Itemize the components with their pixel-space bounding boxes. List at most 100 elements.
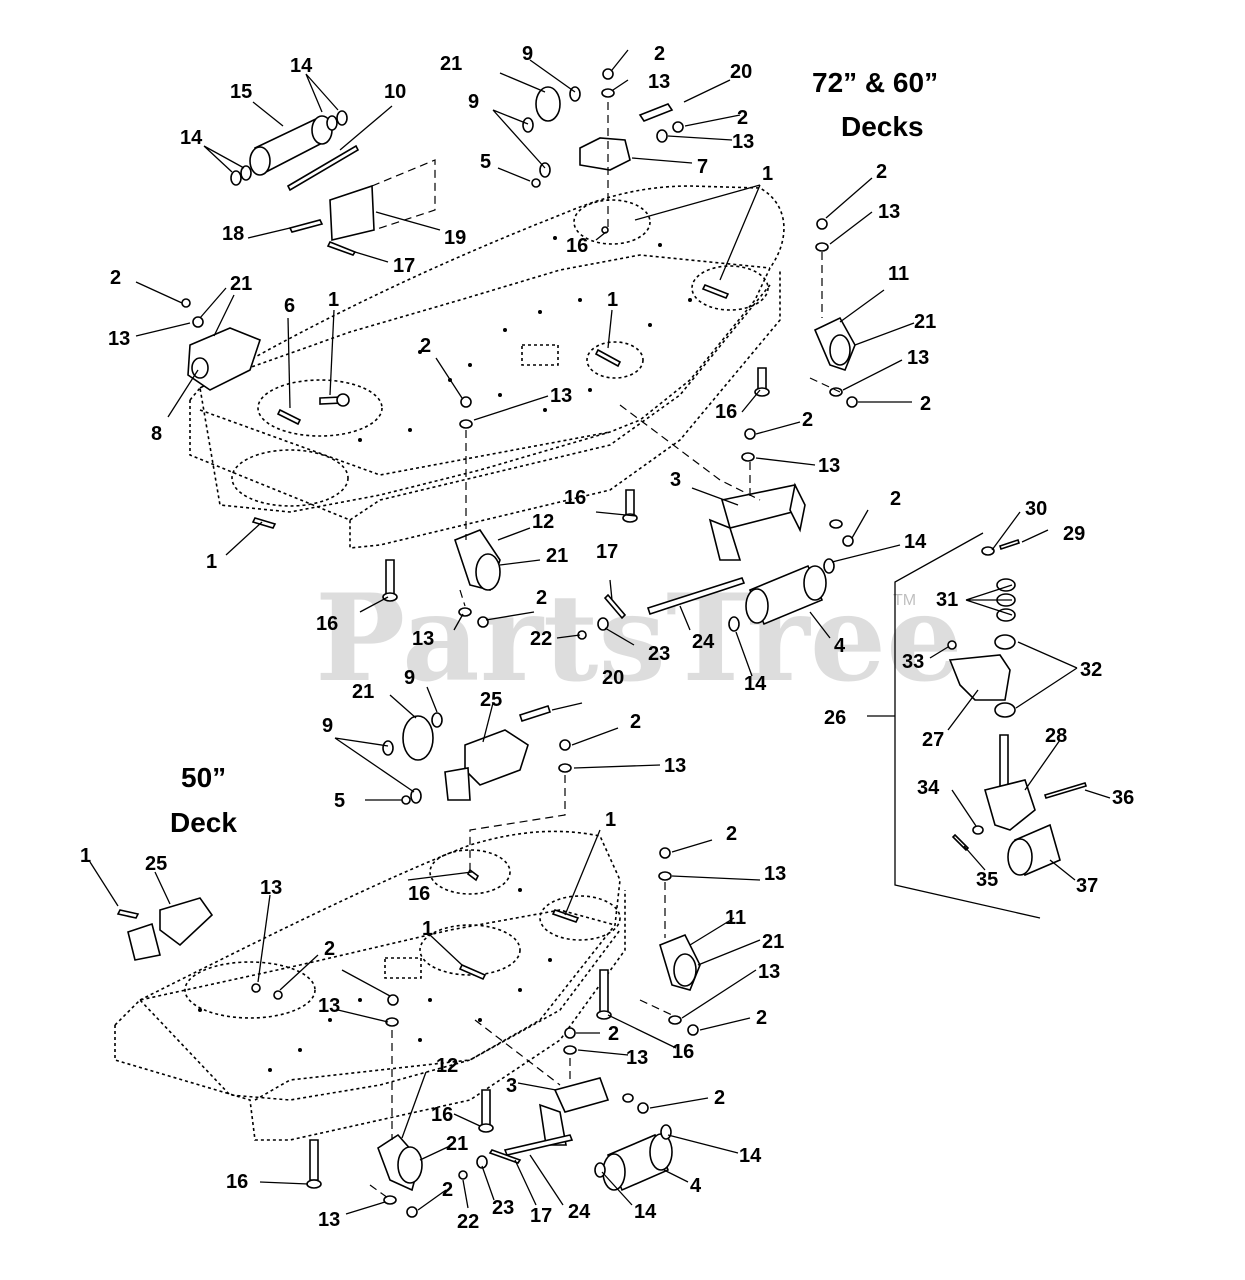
callout-label: 37 (1076, 875, 1098, 897)
callout-label: 2 (110, 267, 121, 289)
callout-label: 13 (260, 877, 282, 899)
callout-label: 25 (145, 853, 167, 875)
callout-label: 13 (550, 385, 572, 407)
callout-label: 13 (758, 961, 780, 983)
callout-label: 26 (824, 707, 846, 729)
callout-label: 3 (506, 1075, 517, 1097)
callout-label: 14 (180, 127, 203, 149)
callout-label: 21 (914, 311, 936, 333)
callout-label: 2 (876, 161, 887, 183)
callout-label: 28 (1045, 725, 1067, 747)
callout-label: 16 (564, 487, 586, 509)
callout-label: 16 (672, 1041, 694, 1063)
callout-label: 9 (468, 91, 479, 113)
callout-label: 2 (714, 1087, 725, 1109)
callout-label: 6 (284, 295, 295, 317)
title-lower-line2: Deck (170, 807, 237, 838)
callout-label: 8 (151, 423, 162, 445)
callout-label: 25 (480, 689, 502, 711)
callout-labels: 9 2 21 13 20 9 2 13 5 7 14 15 10 14 19 1… (80, 43, 1134, 1233)
callout-label: 36 (1112, 787, 1134, 809)
callout-label: 20 (602, 667, 624, 689)
callout-label: 19 (444, 227, 466, 249)
callout-label: 1 (422, 918, 433, 940)
callout-label: 16 (431, 1104, 453, 1126)
callout-label: 13 (878, 201, 900, 223)
callout-label: 35 (976, 869, 998, 891)
callout-label: 14 (634, 1201, 657, 1223)
callout-label: 1 (605, 809, 616, 831)
callout-label: 17 (596, 541, 618, 563)
callout-label: 2 (890, 488, 901, 510)
callout-label: 13 (626, 1047, 648, 1069)
callout-label: 4 (834, 635, 846, 657)
wheel-kit (894, 532, 1088, 919)
callout-label: 2 (608, 1023, 619, 1045)
callout-label: 2 (737, 107, 748, 129)
callout-label: 2 (726, 823, 737, 845)
callout-label: 21 (352, 681, 374, 703)
callout-label: 23 (492, 1197, 514, 1219)
callout-label: 13 (108, 328, 130, 350)
assembly-lines (369, 102, 841, 1199)
callout-label: 20 (730, 61, 752, 83)
callout-label: 14 (290, 55, 313, 77)
callout-label: 2 (920, 393, 931, 415)
callout-label: 16 (226, 1171, 248, 1193)
callout-label: 21 (440, 53, 462, 75)
callout-label: 21 (230, 273, 252, 295)
callout-label: 13 (818, 455, 840, 477)
callout-label: 13 (648, 71, 670, 93)
callout-label: 24 (692, 631, 715, 653)
callout-label: 12 (436, 1055, 458, 1077)
callout-label: 1 (607, 289, 618, 311)
callout-label: 13 (318, 1209, 340, 1231)
callout-label: 22 (457, 1211, 479, 1233)
callout-label: 17 (530, 1205, 552, 1227)
callout-label: 4 (690, 1175, 702, 1197)
callout-label: 11 (888, 263, 909, 285)
lower-parts (116, 704, 701, 1218)
callout-label: 9 (404, 667, 415, 689)
callout-label: 16 (408, 883, 430, 905)
callout-label: 14 (744, 673, 767, 695)
upper-deck (189, 185, 785, 549)
callout-label: 9 (322, 715, 333, 737)
leader-lines (89, 49, 1111, 1215)
upper-parts (181, 68, 858, 640)
callout-label: 24 (568, 1201, 591, 1223)
lower-deck (114, 830, 626, 1141)
callout-label: 13 (764, 863, 786, 885)
callout-label: 13 (732, 131, 754, 153)
callout-label: 17 (393, 255, 415, 277)
callout-label: 10 (384, 81, 406, 103)
callout-label: 2 (420, 335, 431, 357)
callout-label: 21 (446, 1133, 468, 1155)
callout-label: 2 (654, 43, 665, 65)
callout-label: 34 (917, 777, 940, 799)
callout-label: 2 (536, 587, 547, 609)
callout-label: 1 (206, 551, 217, 573)
callout-label: 7 (697, 156, 708, 178)
callout-label: 3 (670, 469, 681, 491)
watermark-text: PartsTree (315, 568, 962, 709)
callout-label: 14 (739, 1145, 762, 1167)
callout-label: 2 (324, 938, 335, 960)
callout-label: 9 (522, 43, 533, 65)
title-upper-line1: 72” & 60” (812, 67, 938, 98)
watermark-tm: TM (893, 592, 916, 609)
callout-label: 1 (328, 289, 339, 311)
callout-label: 13 (412, 628, 434, 650)
callout-label: 13 (664, 755, 686, 777)
callout-label: 13 (907, 347, 929, 369)
callout-label: 16 (715, 401, 737, 423)
callout-label: 27 (922, 729, 944, 751)
callout-label: 22 (530, 628, 552, 650)
callout-label: 12 (532, 511, 554, 533)
callout-label: 2 (756, 1007, 767, 1029)
callout-label: 30 (1025, 498, 1047, 520)
callout-label: 16 (566, 235, 588, 257)
callout-label: 15 (230, 81, 252, 103)
callout-label: 31 (936, 589, 958, 611)
